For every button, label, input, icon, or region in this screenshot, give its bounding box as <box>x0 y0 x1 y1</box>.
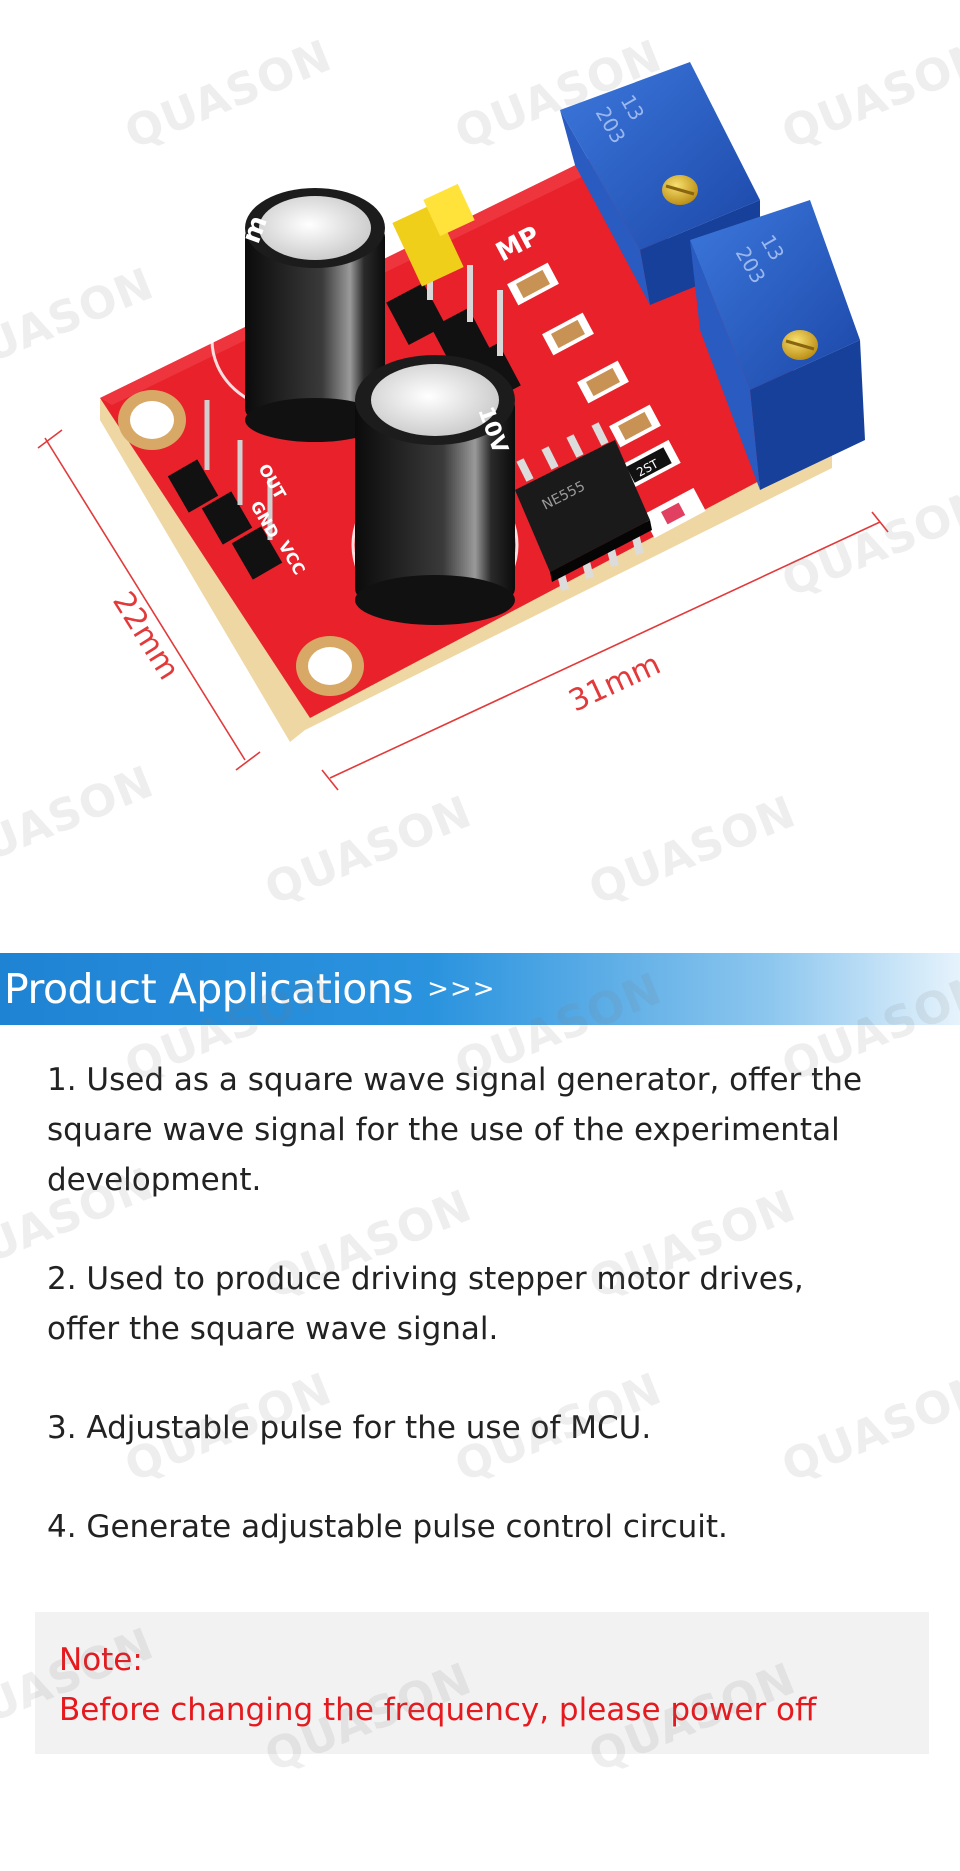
section-header: Product Applications >>> <box>0 953 960 1025</box>
application-line: 2. Used to produce driving stepper motor… <box>47 1261 804 1297</box>
product-photo: VCC GND OUT MP <box>0 0 960 930</box>
potentiometer-2: 13 203 <box>690 200 865 490</box>
application-item-4: 4. Generate adjustable pulse control cir… <box>47 1502 927 1552</box>
section-title: Product Applications <box>4 965 414 1013</box>
section-arrows: >>> <box>427 974 496 1004</box>
pin-header <box>167 459 283 580</box>
ne555-chip: NE555 <box>515 422 652 591</box>
applications-list: 1. Used as a square wave signal generato… <box>47 1055 927 1552</box>
note-text: Before changing the frequency, please po… <box>59 1692 817 1728</box>
capacitor-2: 10V <box>355 355 515 625</box>
note-box: Note: Before changing the frequency, ple… <box>35 1612 929 1754</box>
application-line: 3. Adjustable pulse for the use of MCU. <box>47 1410 652 1446</box>
application-item-2: 2. Used to produce driving stepper motor… <box>47 1254 927 1354</box>
application-line: offer the square wave signal. <box>47 1311 499 1347</box>
application-item-3: 3. Adjustable pulse for the use of MCU. <box>47 1403 927 1453</box>
dimension-lines <box>37 429 889 791</box>
application-line: square wave signal for the use of the ex… <box>47 1112 840 1148</box>
note-title: Note: <box>59 1642 143 1678</box>
dimension-width: 31mm <box>564 647 666 720</box>
capacitor-1: m <box>236 188 385 442</box>
product-illustration: VCC GND OUT MP <box>37 62 889 791</box>
jumper-cap <box>392 183 475 287</box>
application-line: development. <box>47 1162 262 1198</box>
smd-components: 2ST <box>507 262 706 539</box>
application-item-1: 1. Used as a square wave signal generato… <box>47 1055 927 1205</box>
application-line: 4. Generate adjustable pulse control cir… <box>47 1509 728 1545</box>
application-line: 1. Used as a square wave signal generato… <box>47 1062 863 1098</box>
